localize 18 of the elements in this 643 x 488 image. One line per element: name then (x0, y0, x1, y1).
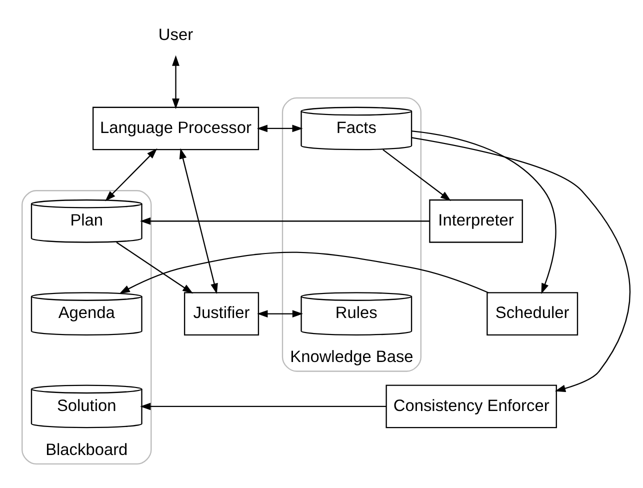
node-box: Justifier (184, 292, 260, 336)
arrow (140, 402, 386, 410)
node-box: Interpreter (429, 199, 523, 243)
arrow (116, 242, 194, 294)
arrow (179, 148, 218, 294)
arrow (412, 137, 631, 392)
arrow (256, 124, 303, 132)
arrow (119, 252, 488, 294)
arrow (382, 149, 451, 202)
node-text: User (158, 26, 194, 44)
node-box: Scheduler (486, 292, 578, 336)
arrow (140, 217, 430, 225)
arrow (105, 148, 158, 202)
arrow (257, 310, 303, 318)
node-box: Consistency Enforcer (386, 384, 557, 428)
arrow (172, 55, 180, 110)
arrow (412, 130, 556, 294)
node-box: Language Processor (92, 106, 260, 150)
